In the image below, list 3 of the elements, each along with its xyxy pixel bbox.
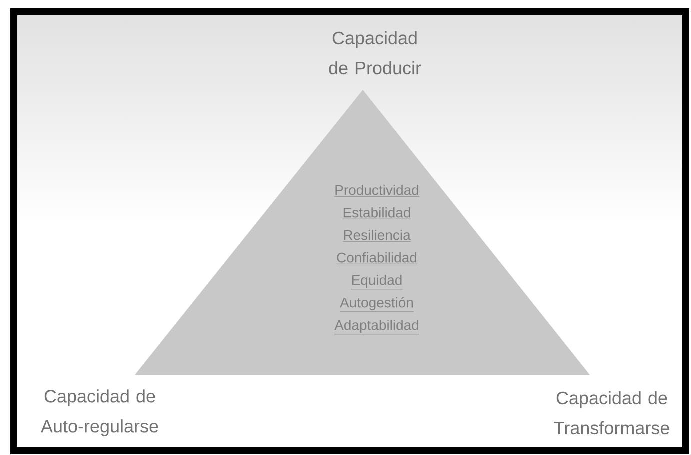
triangle: Productividad Estabilidad Resiliencia Confiabilidad Equidad Autogestión Adaptabilidad	[135, 90, 590, 375]
corner-label: Capacidad de Auto-regularse	[41, 390, 158, 436]
corner-label: Capacidad de Transformarse	[554, 391, 670, 435]
